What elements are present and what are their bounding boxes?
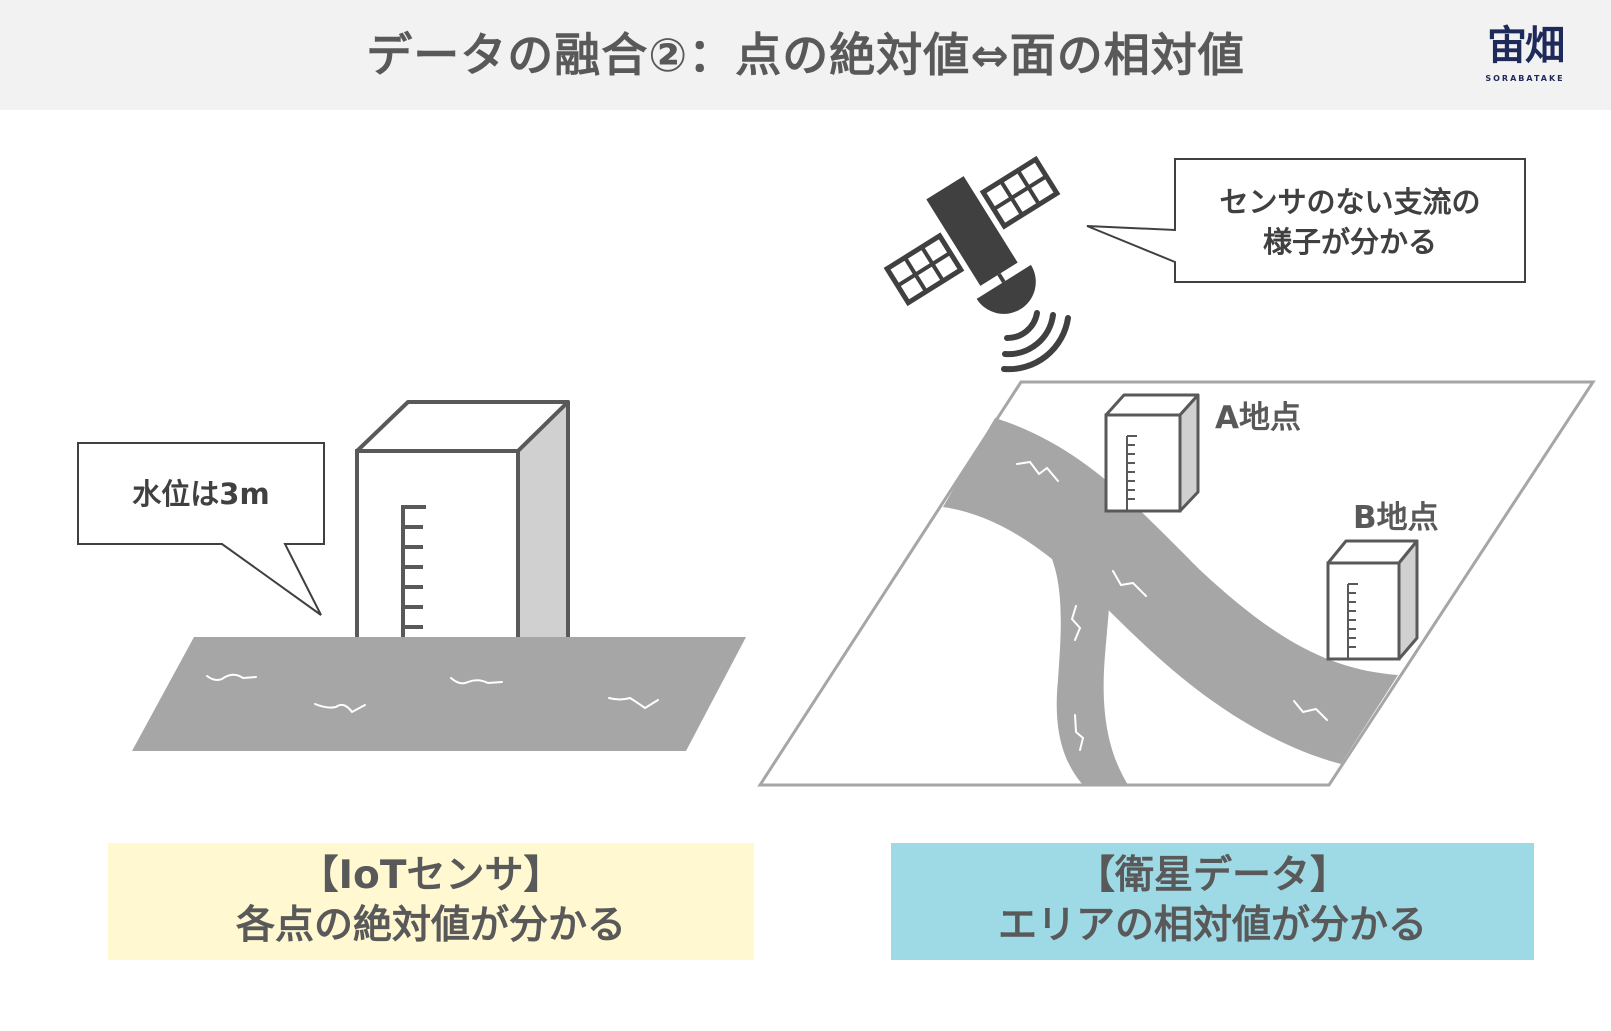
satellite-data-panel: 【衛星データ】 エリアの相対値が分かる	[891, 843, 1534, 960]
signal-waves-icon	[1001, 294, 1071, 373]
point-b-label: B地点	[1353, 500, 1439, 536]
point-a-label: A地点	[1215, 400, 1301, 436]
iot-panel-heading: 【IoTセンサ】	[299, 853, 563, 898]
logo-mark: 宙畑	[1487, 23, 1565, 69]
river-ripples	[1016, 460, 1328, 751]
sorabatake-logo: 宙畑 SORABATAKE	[1470, 20, 1580, 90]
header-bar	[0, 0, 1611, 110]
logo-subtitle: SORABATAKE	[1485, 74, 1565, 83]
satellite-panel-description: エリアの相対値が分かる	[997, 903, 1427, 948]
tributary-river	[1026, 522, 1128, 785]
satellite-panel-heading: 【衛星データ】	[1075, 853, 1349, 898]
water-gauge-scale	[401, 505, 426, 640]
river-surface	[132, 637, 746, 751]
right-scene	[757, 155, 1596, 787]
satellite-icon	[883, 155, 1061, 314]
sensor-b-box	[1326, 539, 1419, 661]
iot-sensor-panel: 【IoTセンサ】 各点の絶対値が分かる	[108, 843, 754, 960]
iot-panel-description: 各点の絶対値が分かる	[235, 903, 626, 948]
sensor-a-box	[1104, 393, 1200, 513]
iot-sensor-box	[355, 400, 570, 642]
water-level-speech-bubble	[77, 442, 325, 616]
tributary-text: センサのない支流の 様子が分かる	[1175, 163, 1525, 279]
left-scene	[77, 400, 746, 751]
water-ripples	[206, 673, 659, 714]
tributary-speech-bubble	[1086, 158, 1526, 283]
water-level-text: 水位は3m	[132, 477, 270, 511]
main-river	[943, 418, 1398, 764]
tributary-text-line1: センサのない支流の	[1219, 185, 1481, 219]
tributary-text-line2: 様子が分かる	[1262, 225, 1437, 259]
page-title: データの融合②：点の絶対値⇔面の相対値	[366, 28, 1245, 82]
